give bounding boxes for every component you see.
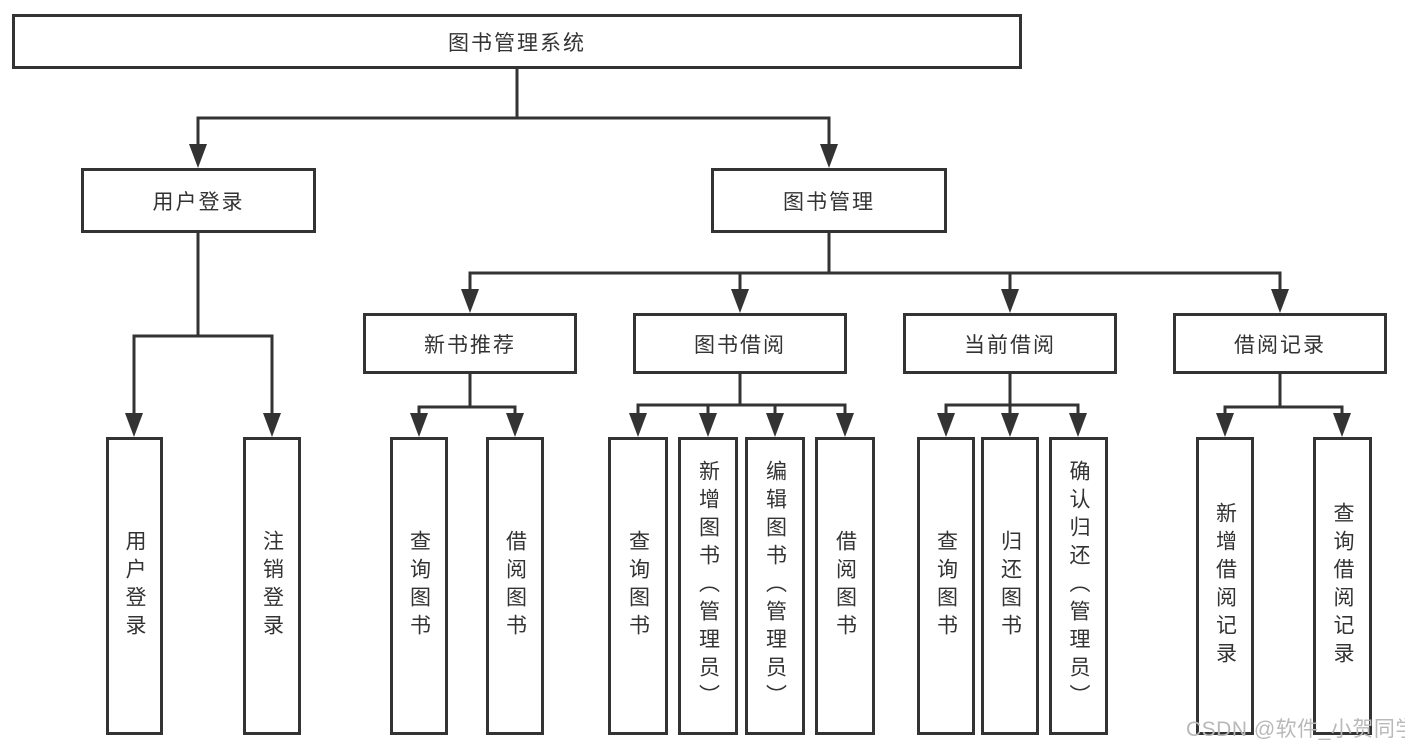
node-library-management-system-label: 图书管理系统	[448, 31, 586, 55]
node-leaf-borrow-books-1: 借阅图书	[486, 437, 544, 735]
arrowhead-icon	[1001, 289, 1019, 313]
node-new-book-recommend: 新书推荐	[363, 313, 577, 374]
node-book-management: 图书管理	[711, 168, 947, 233]
node-leaf-logout-label: 注销登录	[260, 530, 284, 642]
node-leaf-borrow-books-2-label: 借阅图书	[833, 530, 857, 642]
node-leaf-search-books-2: 查询图书	[608, 437, 668, 735]
arrowhead-icon	[1216, 413, 1234, 437]
node-leaf-add-book-admin-label: 新增图书（管理员）	[696, 460, 720, 712]
node-leaf-borrow-books-2: 借阅图书	[815, 437, 875, 735]
node-leaf-search-books-1: 查询图书	[390, 437, 448, 735]
arrowhead-icon	[189, 144, 207, 168]
node-leaf-add-book-admin: 新增图书（管理员）	[678, 437, 738, 735]
node-leaf-return-books-label: 归还图书	[998, 530, 1022, 642]
node-leaf-search-books-2-label: 查询图书	[626, 530, 650, 642]
arrowhead-icon	[410, 413, 428, 437]
arrowhead-icon	[1333, 413, 1351, 437]
node-book-borrowing: 图书借阅	[633, 313, 847, 374]
node-current-borrowing-label: 当前借阅	[964, 333, 1056, 357]
node-leaf-confirm-return-admin-label: 确认归还（管理员）	[1067, 460, 1090, 712]
node-new-book-recommend-label: 新书推荐	[424, 333, 516, 357]
node-leaf-return-books: 归还图书	[981, 437, 1039, 735]
arrowhead-icon	[699, 413, 717, 437]
node-leaf-logout: 注销登录	[243, 437, 301, 735]
arrowhead-icon	[836, 413, 854, 437]
arrowhead-icon	[461, 289, 479, 313]
node-borrow-records-label: 借阅记录	[1234, 333, 1326, 357]
node-leaf-search-books-1-label: 查询图书	[407, 530, 431, 642]
arrowhead-icon	[1001, 413, 1019, 437]
arrowhead-icon	[820, 144, 838, 168]
arrowhead-icon	[731, 289, 749, 313]
node-leaf-confirm-return-admin: 确认归还（管理员）	[1049, 437, 1108, 735]
node-leaf-user-login-label: 用户登录	[123, 530, 146, 642]
node-leaf-edit-book-admin-label: 编辑图书（管理员）	[763, 460, 787, 712]
node-leaf-search-borrow-record: 查询借阅记录	[1313, 437, 1372, 735]
arrowheads	[125, 144, 1351, 437]
node-user-login: 用户登录	[81, 168, 316, 233]
arrowhead-icon	[1271, 289, 1289, 313]
node-leaf-borrow-books-1-label: 借阅图书	[503, 530, 527, 642]
arrowhead-icon	[263, 413, 281, 437]
node-leaf-add-borrow-record: 新增借阅记录	[1196, 437, 1254, 735]
node-current-borrowing: 当前借阅	[903, 313, 1117, 374]
node-borrow-records: 借阅记录	[1173, 313, 1387, 374]
node-leaf-edit-book-admin: 编辑图书（管理员）	[745, 437, 805, 735]
arrowhead-icon	[125, 413, 143, 437]
arrowhead-icon	[937, 413, 955, 437]
node-leaf-search-books-3-label: 查询图书	[934, 530, 958, 642]
csdn-watermark: CSDN @软件_小贺同学	[1186, 718, 1405, 741]
node-leaf-user-login: 用户登录	[106, 437, 163, 735]
arrowhead-icon	[1069, 413, 1087, 437]
arrowhead-icon	[629, 413, 647, 437]
node-user-login-label: 用户登录	[152, 190, 245, 214]
arrowhead-icon	[766, 413, 784, 437]
arrowhead-icon	[506, 413, 524, 437]
node-leaf-add-borrow-record-label: 新增借阅记录	[1213, 502, 1237, 670]
node-leaf-search-books-3: 查询图书	[917, 437, 975, 735]
node-leaf-search-borrow-record-label: 查询借阅记录	[1331, 502, 1354, 670]
node-library-management-system: 图书管理系统	[12, 14, 1022, 69]
node-book-borrowing-label: 图书借阅	[694, 333, 786, 357]
node-book-management-label: 图书管理	[783, 190, 875, 214]
